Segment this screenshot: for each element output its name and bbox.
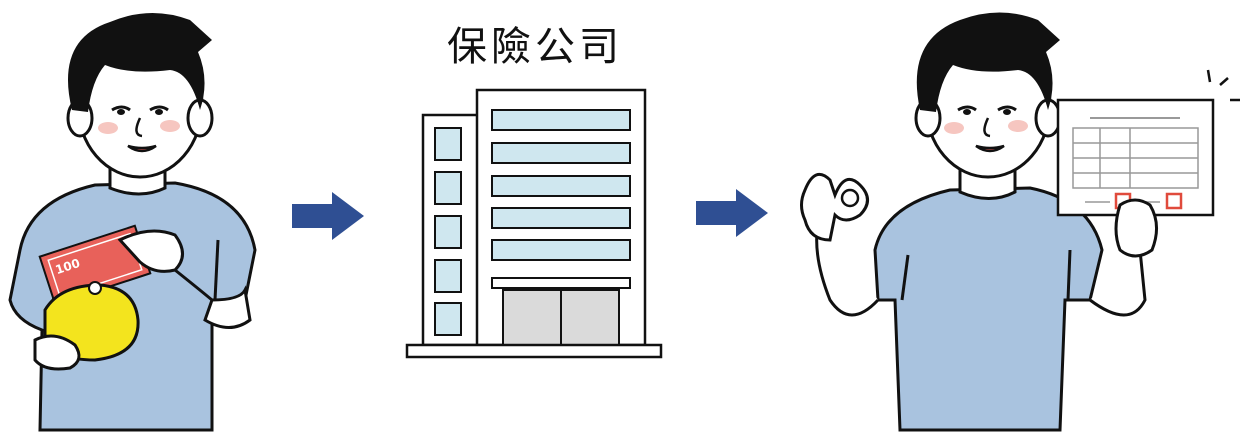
arrow-right-icon <box>292 192 364 240</box>
building-label: 保險公司 <box>447 24 623 70</box>
person-with-policy-illustration <box>790 0 1250 437</box>
hair <box>916 12 1060 112</box>
person-paying-illustration: 100 <box>0 0 290 437</box>
insurance-policy-document <box>1056 98 1215 217</box>
hair <box>67 12 212 112</box>
arrow-right-icon <box>696 189 768 237</box>
shirt <box>873 186 1104 432</box>
ok-hand <box>800 172 869 242</box>
insurance-company-illustration: 保險公司 <box>395 0 675 437</box>
